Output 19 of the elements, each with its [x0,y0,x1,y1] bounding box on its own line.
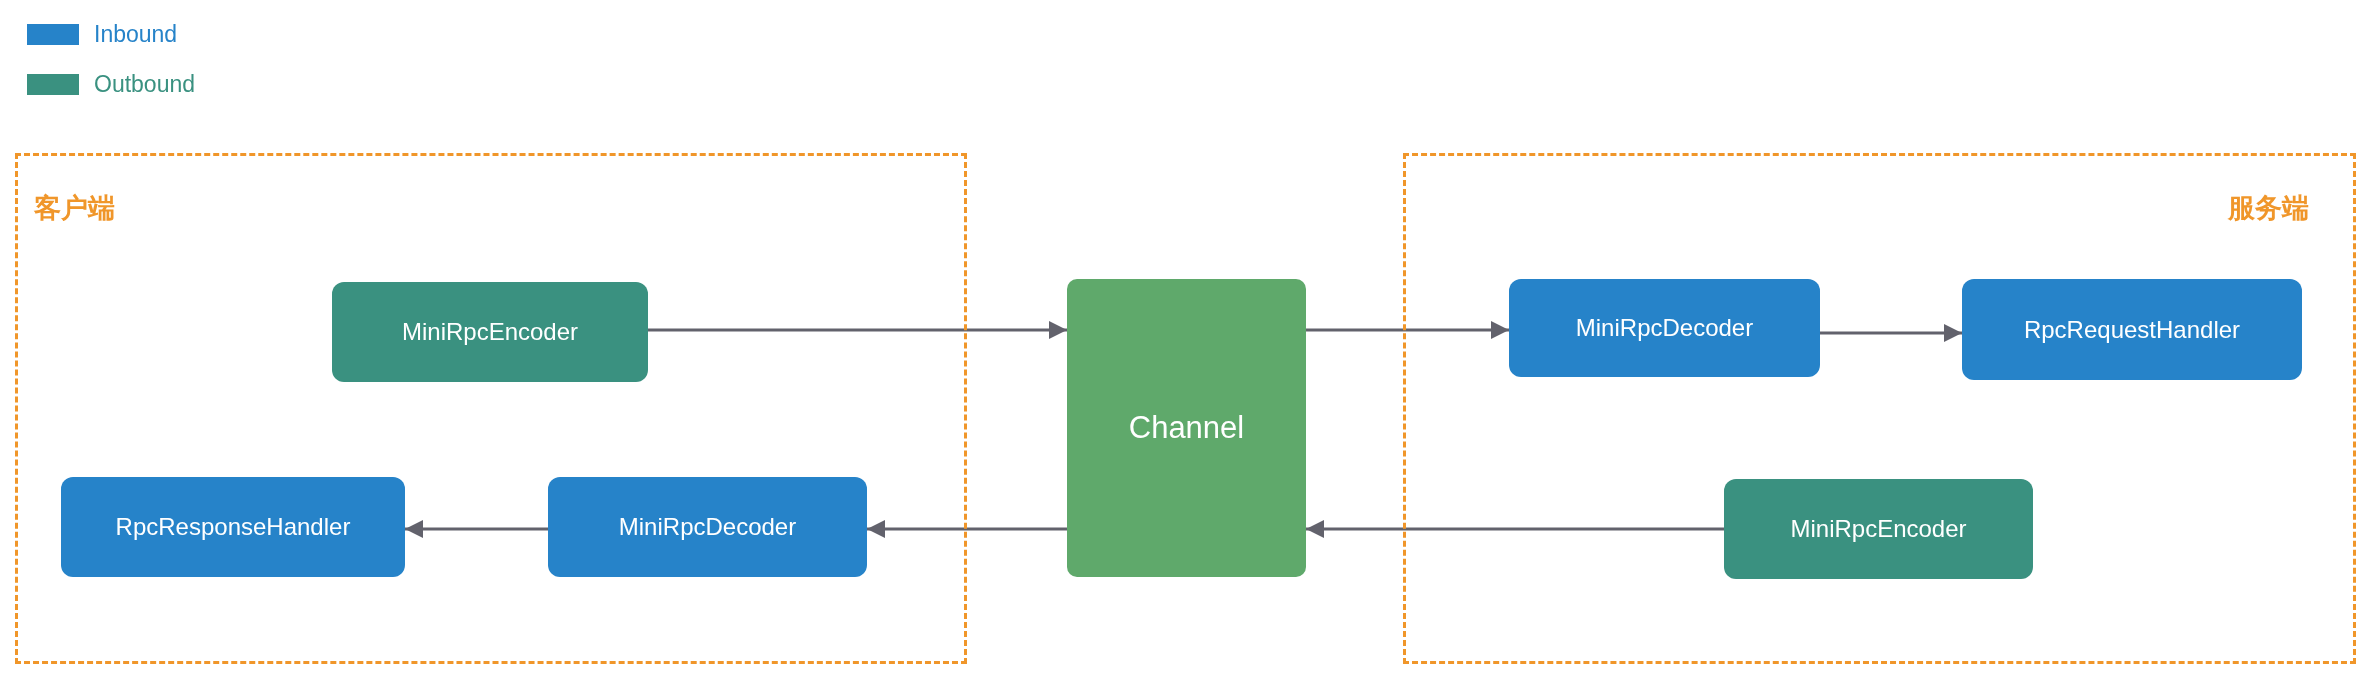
arrow [1820,324,1962,342]
process-box: MiniRpcDecoder [1509,279,1820,377]
process-box: MiniRpcEncoder [1724,479,2033,579]
arrow [867,520,1067,538]
arrow [405,520,548,538]
channel-box: Channel [1067,279,1306,577]
arrow [1306,520,1724,538]
process-box: MiniRpcDecoder [548,477,867,577]
region-label: 服务端 [2228,192,2309,225]
process-box: RpcResponseHandler [61,477,405,577]
legend-label: Inbound [94,20,178,48]
dashed-region [1403,153,2356,664]
dashed-region [15,153,967,664]
process-box: RpcRequestHandler [1962,279,2302,380]
arrow [1306,321,1509,339]
legend-label: Outbound [94,70,196,98]
process-box: MiniRpcEncoder [332,282,648,382]
region-label: 客户端 [34,192,115,225]
arrow [648,321,1067,339]
